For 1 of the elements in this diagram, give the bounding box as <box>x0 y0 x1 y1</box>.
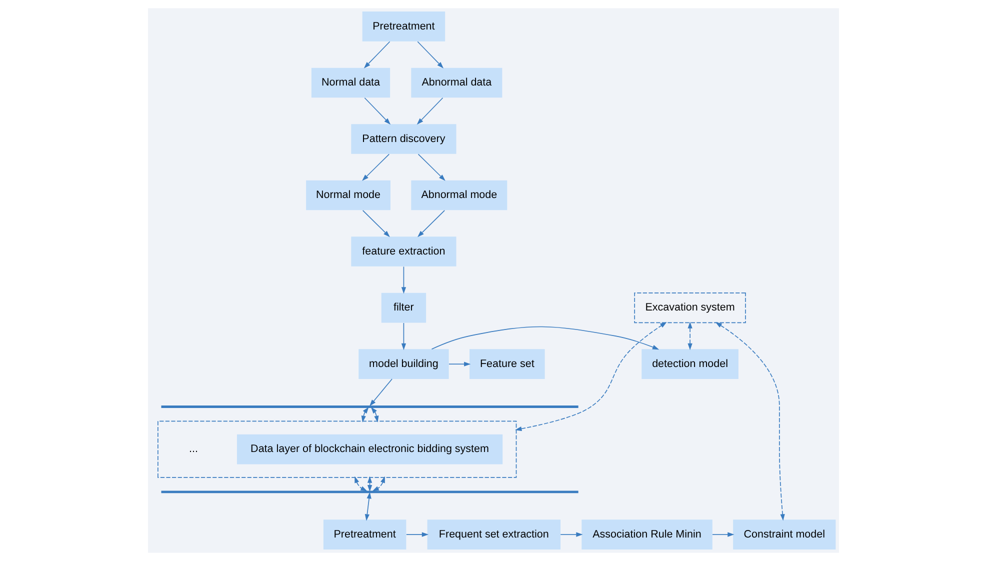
label: ... <box>189 443 198 456</box>
